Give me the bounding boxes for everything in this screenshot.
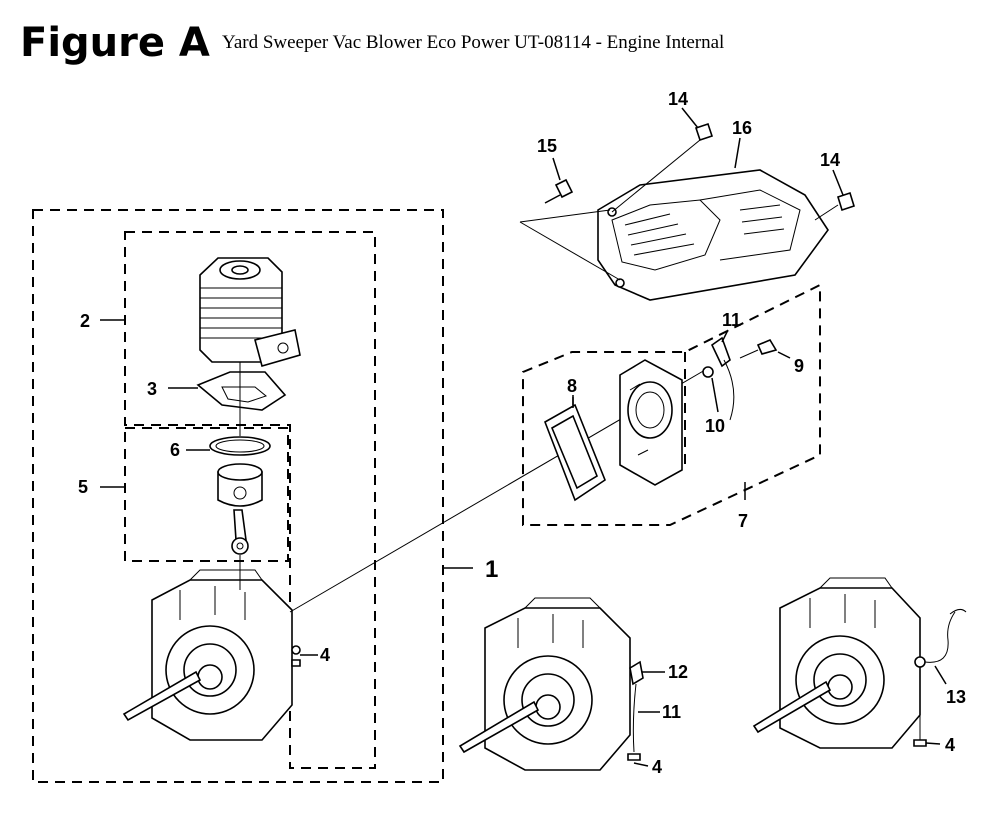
callout-13: 13	[946, 687, 966, 707]
callout-14a: 14	[668, 89, 688, 109]
screw-14a-part	[611, 107, 714, 213]
callout-7: 7	[738, 511, 748, 531]
leader-4c	[925, 742, 941, 745]
cooling-shroud-part	[597, 169, 829, 301]
leader-4b	[633, 762, 649, 767]
intake-gasket-part	[544, 397, 606, 502]
leader-13	[934, 665, 947, 685]
screw-15-part	[544, 157, 574, 204]
callout-16: 16	[732, 118, 752, 138]
leader-11a	[721, 329, 729, 343]
callout-4b: 4	[652, 757, 662, 777]
callout-1: 1	[485, 556, 498, 583]
crankcase-variant-3-part	[752, 577, 967, 749]
screw-15-line	[519, 209, 611, 223]
crankcase-variant-2-part	[458, 597, 644, 771]
leader-16	[734, 137, 741, 169]
callout-3: 3	[147, 379, 157, 399]
callout-10: 10	[705, 416, 725, 436]
cylinder-group-2-box	[124, 231, 376, 769]
callout-2: 2	[80, 311, 90, 331]
piston-ring-part	[186, 436, 271, 456]
callout-5: 5	[78, 477, 88, 497]
piston-rod-part	[217, 463, 263, 555]
screw-14b-part	[814, 169, 855, 221]
cylinder-part	[199, 257, 301, 367]
intake-insulator-part	[619, 359, 683, 486]
intake-group-7-box	[522, 283, 821, 526]
callout-9: 9	[794, 356, 804, 376]
bracket-11-part	[702, 336, 791, 421]
assembly-1-box	[32, 209, 444, 783]
crankcase-main-part	[122, 569, 301, 741]
callout-11a: 11	[722, 310, 741, 330]
callout-11b: 11	[662, 702, 681, 722]
callout-8: 8	[567, 376, 577, 396]
callout-4a: 4	[320, 645, 330, 665]
screw-15-line-2	[519, 221, 621, 281]
figure-label: Figure A	[20, 20, 210, 66]
callout-6: 6	[170, 440, 180, 460]
callout-15: 15	[537, 136, 557, 156]
callout-4c: 4	[945, 735, 955, 755]
leader-10	[711, 377, 719, 413]
piston-group-5-box	[124, 427, 289, 562]
callout-14b: 14	[820, 150, 840, 170]
diagram-subtitle: Yard Sweeper Vac Blower Eco Power UT-081…	[222, 32, 724, 53]
cylinder-gasket-part	[168, 371, 287, 411]
callout-12: 12	[668, 662, 688, 682]
